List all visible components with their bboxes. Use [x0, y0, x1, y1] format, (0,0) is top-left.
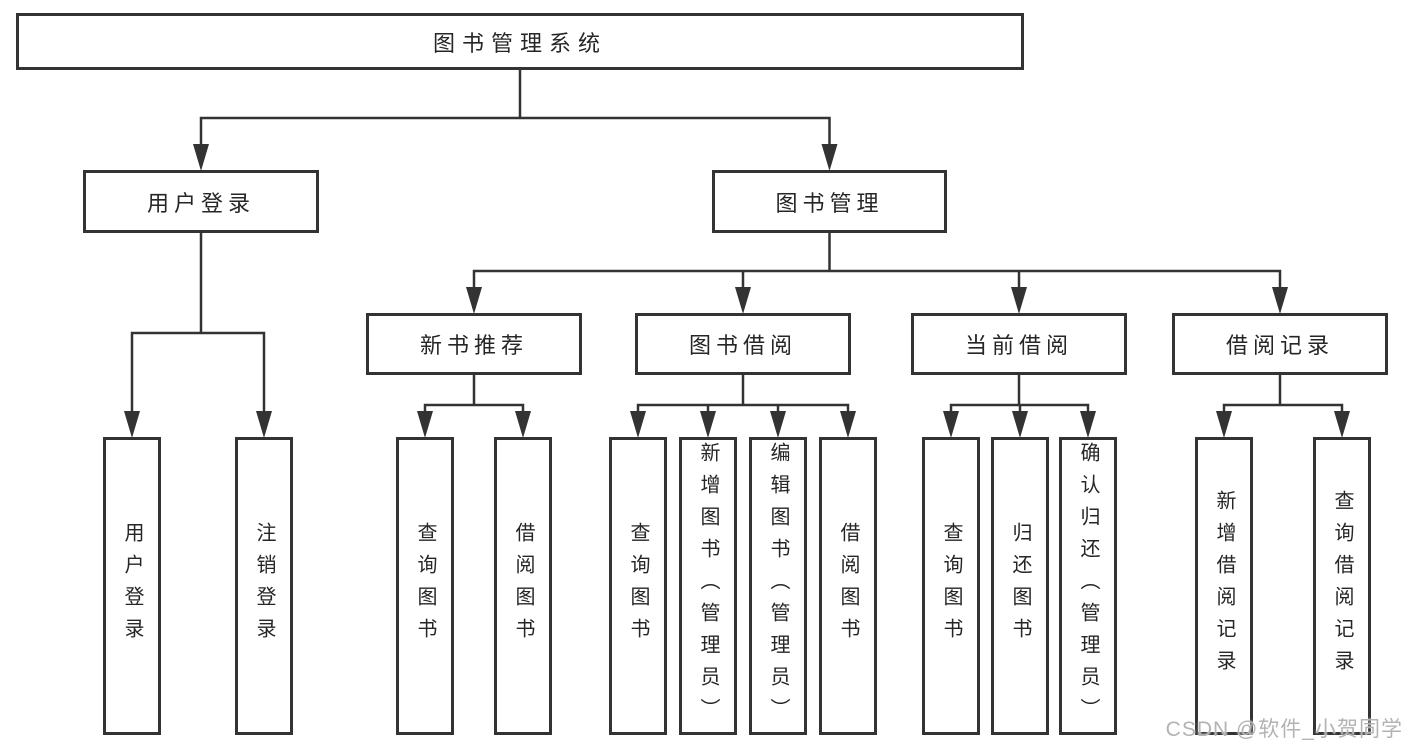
node-book-management: 图书管理 — [712, 170, 947, 233]
arrow-icon — [256, 411, 272, 438]
arrow-icon — [700, 411, 716, 438]
leaf-add-books-admin: 新增图书（管理员） — [679, 437, 737, 735]
leaf-query-books-borrowing: 查询图书 — [609, 437, 667, 735]
arrow-icon — [630, 411, 646, 438]
arrow-icon — [943, 411, 959, 438]
leaf-borrow-books-recommend: 借阅图书 — [494, 437, 552, 735]
arrow-icon — [1334, 411, 1350, 438]
arrow-icon — [193, 144, 209, 171]
edge-lines — [130, 68, 1344, 415]
arrowheads — [124, 144, 1350, 438]
arrow-icon — [1011, 287, 1027, 314]
node-new-book-recommend: 新书推荐 — [366, 313, 582, 375]
edge-new-book-recommend — [423, 373, 525, 415]
leaf-query-books-recommend: 查询图书 — [396, 437, 454, 735]
node-current-borrowing: 当前借阅 — [911, 313, 1127, 375]
arrow-icon — [1080, 411, 1096, 438]
edge-user-login — [130, 231, 266, 415]
edge-book-management — [472, 231, 1282, 291]
leaf-confirm-return-admin: 确认归还（管理员） — [1059, 437, 1117, 735]
arrow-icon — [515, 411, 531, 438]
leaf-user-login: 用户登录 — [103, 437, 161, 735]
arrow-icon — [417, 411, 433, 438]
arrow-icon — [821, 144, 838, 171]
leaf-return-books: 归还图书 — [991, 437, 1049, 735]
edge-book-borrowing — [636, 373, 850, 415]
node-library-system: 图书管理系统 — [16, 13, 1024, 70]
leaf-edit-books-admin: 编辑图书（管理员） — [749, 437, 807, 735]
arrow-icon — [1012, 411, 1028, 438]
arrow-icon — [1216, 411, 1232, 438]
leaf-query-books-current: 查询图书 — [922, 437, 980, 735]
node-borrowing-records: 借阅记录 — [1172, 313, 1388, 375]
arrow-icon — [124, 411, 140, 438]
arrow-icon — [1272, 287, 1288, 314]
arrow-icon — [735, 287, 751, 314]
node-book-borrowing: 图书借阅 — [635, 313, 851, 375]
leaf-borrow-books-borrowing: 借阅图书 — [819, 437, 877, 735]
watermark: CSDN @软件_小贺同学 — [1165, 718, 1403, 741]
arrow-icon — [840, 411, 856, 438]
arrow-icon — [770, 411, 786, 438]
edge-borrowing-records — [1222, 373, 1344, 415]
edge-current-borrowing — [949, 373, 1090, 415]
arrow-icon — [466, 287, 482, 314]
leaf-add-borrow-record: 新增借阅记录 — [1195, 437, 1253, 735]
leaf-logout: 注销登录 — [235, 437, 293, 735]
leaf-query-borrow-record: 查询借阅记录 — [1313, 437, 1371, 735]
node-user-login: 用户登录 — [83, 170, 319, 233]
edge-root — [199, 68, 831, 148]
